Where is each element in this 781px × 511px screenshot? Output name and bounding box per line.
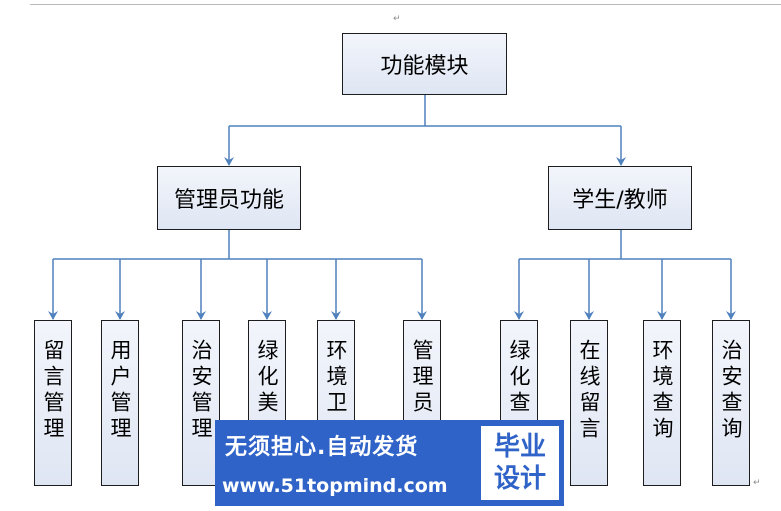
watermark-slogan: 无须担心.自动发货: [225, 435, 419, 460]
watermark-badge-line2: 设计: [493, 464, 546, 494]
paragraph-mark: ↵: [753, 478, 761, 488]
watermark-text-block: 无须担心.自动发货 www.51topmind.com: [215, 420, 477, 506]
leaf-node-environment-query: 环境查询: [643, 320, 681, 486]
leaf-node-message-management: 留言管理: [34, 320, 72, 486]
watermark-banner: 无须担心.自动发货 www.51topmind.com 毕业 设计: [215, 420, 564, 506]
watermark-badge-line1: 毕业: [493, 432, 546, 462]
root-node: 功能模块: [342, 33, 507, 95]
branch-node-admin: 管理员功能: [157, 166, 301, 230]
branch-node-student: 学生/教师: [548, 166, 692, 230]
watermark-url: www.51topmind.com: [222, 475, 448, 497]
paragraph-mark: ↵: [393, 14, 401, 24]
watermark-badge: 毕业 设计: [481, 426, 559, 500]
leaf-node-security-query: 治安查询: [712, 320, 750, 486]
page-top-rule: [30, 4, 781, 5]
leaf-node-online-message: 在线留言: [570, 320, 608, 486]
leaf-node-security-management: 治安管理: [182, 320, 220, 486]
leaf-node-user-management: 用户管理: [101, 320, 139, 486]
